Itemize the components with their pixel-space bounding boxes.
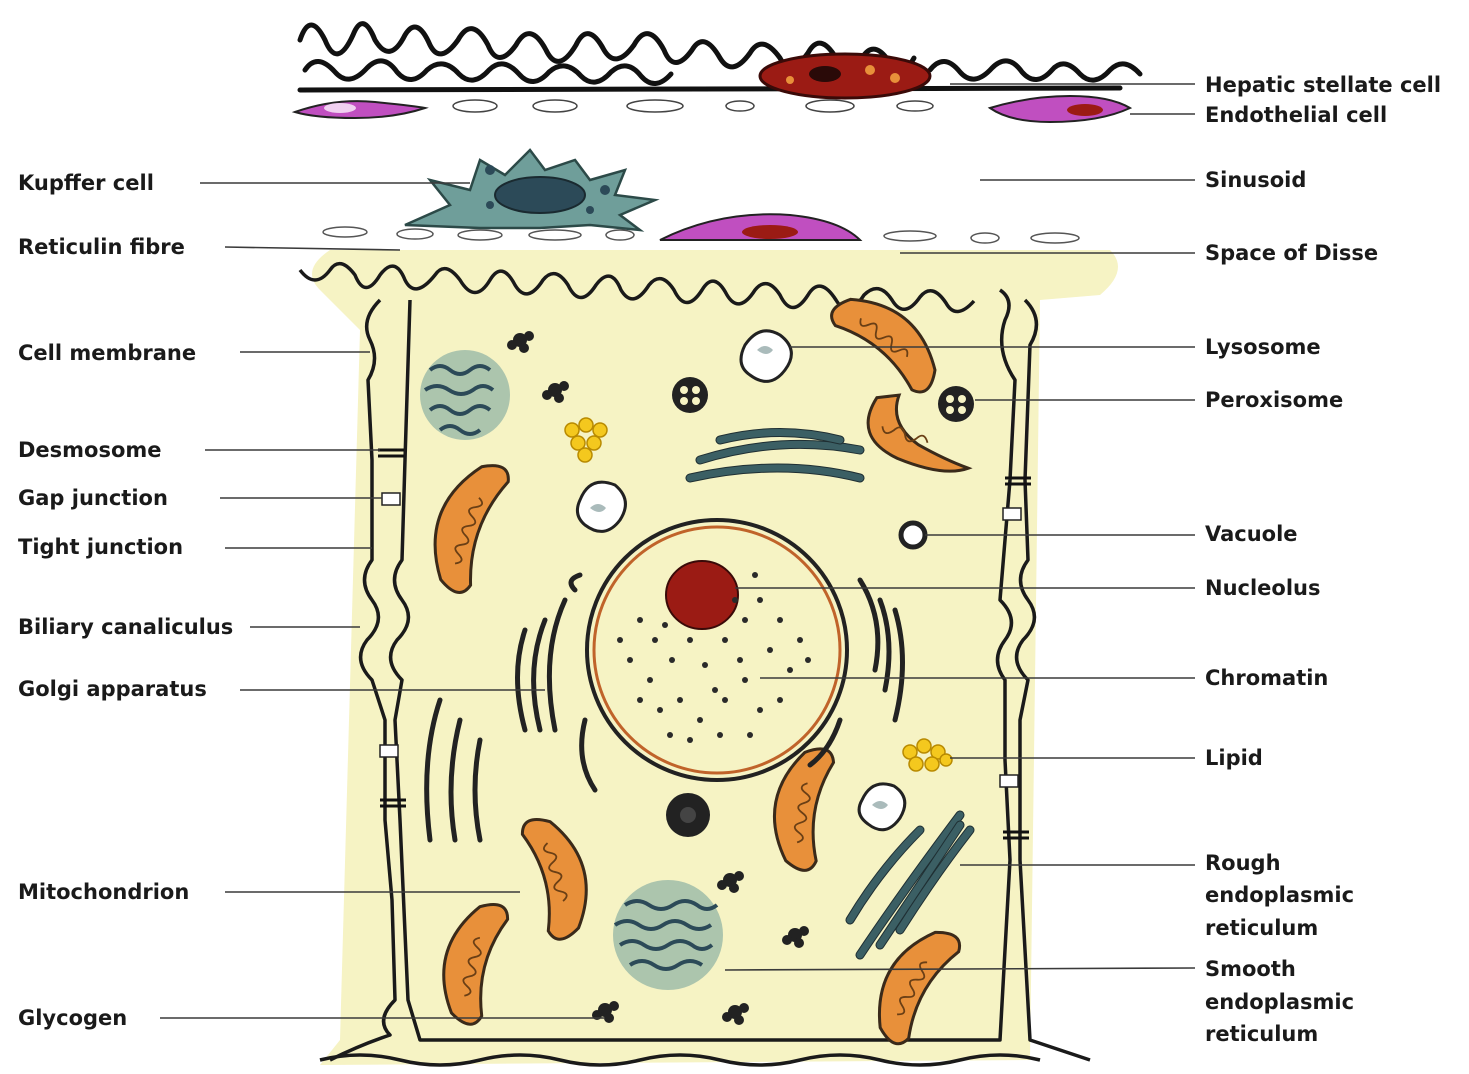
label-lysosome: Lysosome — [1205, 335, 1321, 359]
endothelial-cell-layer — [295, 96, 1130, 122]
nucleus — [587, 520, 847, 780]
label-rough-er-line1: Rough — [1205, 851, 1281, 875]
label-hepatic-stellate-cell: Hepatic stellate cell — [1205, 73, 1441, 97]
hepatic-stellate-cell — [300, 24, 1140, 98]
label-tight-junction: Tight junction — [18, 535, 183, 559]
label-biliary-canaliculus: Biliary canaliculus — [18, 615, 233, 639]
label-mitochondrion: Mitochondrion — [18, 880, 189, 904]
label-kupffer-cell: Kupffer cell — [18, 171, 154, 195]
label-golgi-apparatus: Golgi apparatus — [18, 677, 207, 701]
label-smooth-er-line1: Smooth — [1205, 957, 1296, 981]
label-sinusoid: Sinusoid — [1205, 168, 1306, 192]
label-desmosome: Desmosome — [18, 438, 162, 462]
label-peroxisome: Peroxisome — [1205, 388, 1343, 412]
label-rough-er-line2: endoplasmic — [1205, 883, 1354, 907]
label-smooth-er-line2: endoplasmic — [1205, 990, 1354, 1014]
label-vacuole: Vacuole — [1205, 522, 1298, 546]
label-lipid: Lipid — [1205, 746, 1263, 770]
label-nucleolus: Nucleolus — [1205, 576, 1321, 600]
label-rough-er-line3: reticulum — [1205, 916, 1318, 940]
label-smooth-er-line3: reticulum — [1205, 1022, 1318, 1046]
label-reticulin-fibre: Reticulin fibre — [18, 235, 185, 259]
label-space-of-disse: Space of Disse — [1205, 241, 1378, 265]
kupffer-cell — [405, 150, 655, 230]
label-glycogen: Glycogen — [18, 1006, 127, 1030]
label-cell-membrane: Cell membrane — [18, 341, 196, 365]
label-gap-junction: Gap junction — [18, 486, 168, 510]
label-endothelial-cell: Endothelial cell — [1205, 103, 1387, 127]
label-chromatin: Chromatin — [1205, 666, 1328, 690]
